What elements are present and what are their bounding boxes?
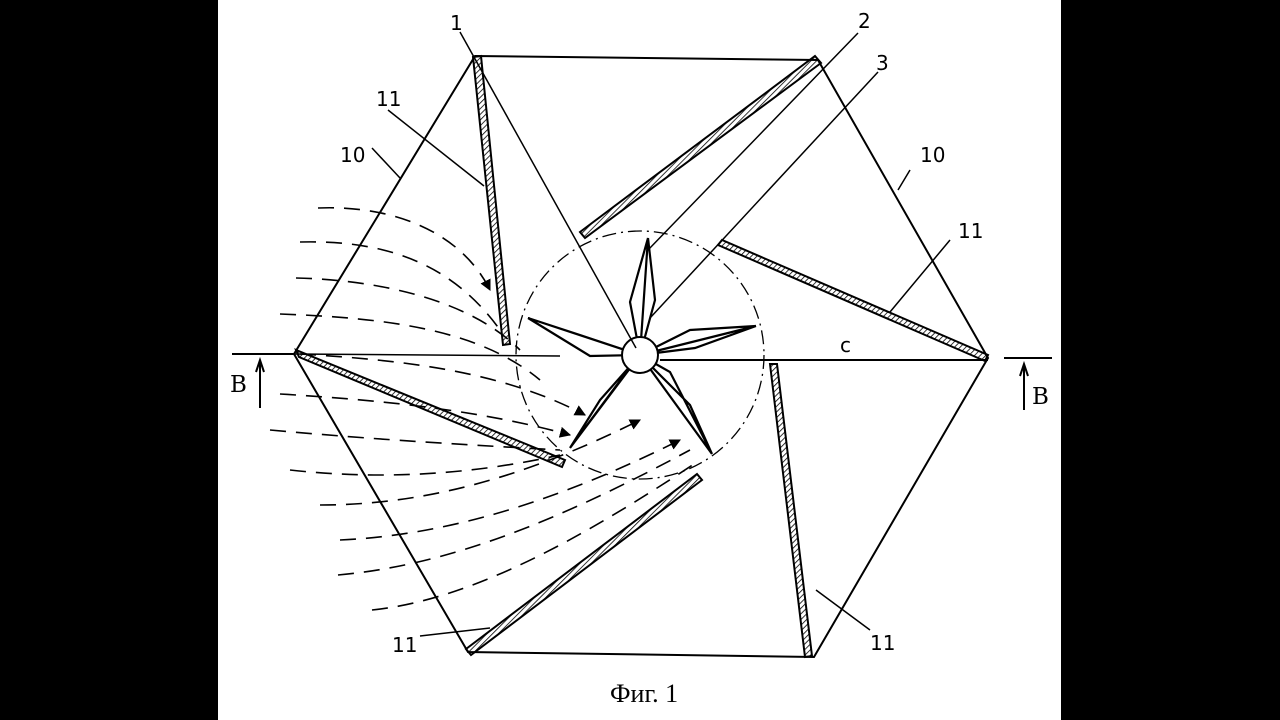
- section-marker-left: [232, 353, 294, 408]
- leader-lines: [371, 31, 951, 637]
- line-c-left: [293, 353, 561, 357]
- rotor: [527, 237, 757, 455]
- label-11-lower-left: 11: [392, 633, 417, 657]
- label-11-lower-right: 11: [870, 631, 895, 655]
- label-10-left: 10: [340, 143, 365, 167]
- vane-top-left: [471, 54, 512, 347]
- section-label-right: B: [1032, 384, 1049, 410]
- label-1: 1: [450, 11, 463, 35]
- flow-lines: [269, 206, 701, 611]
- vane-top-right: [578, 54, 823, 240]
- label-11-upper-left: 11: [376, 87, 401, 111]
- label-2: 2: [858, 9, 871, 33]
- vane-bottom-right: [768, 363, 814, 659]
- vane-bottom-left: [464, 472, 704, 657]
- guide-vanes: [294, 54, 990, 659]
- rotor-circle: [515, 230, 765, 480]
- section-label-left: B: [230, 372, 247, 398]
- vane-right: [716, 238, 990, 363]
- label-11-right: 11: [958, 219, 983, 243]
- vane-left: [294, 348, 567, 469]
- figure-caption: Фиг. 1: [610, 679, 678, 708]
- label-c: c: [840, 333, 851, 357]
- section-marker-right: [1004, 357, 1052, 410]
- label-3: 3: [876, 51, 889, 75]
- label-10-right: 10: [920, 143, 945, 167]
